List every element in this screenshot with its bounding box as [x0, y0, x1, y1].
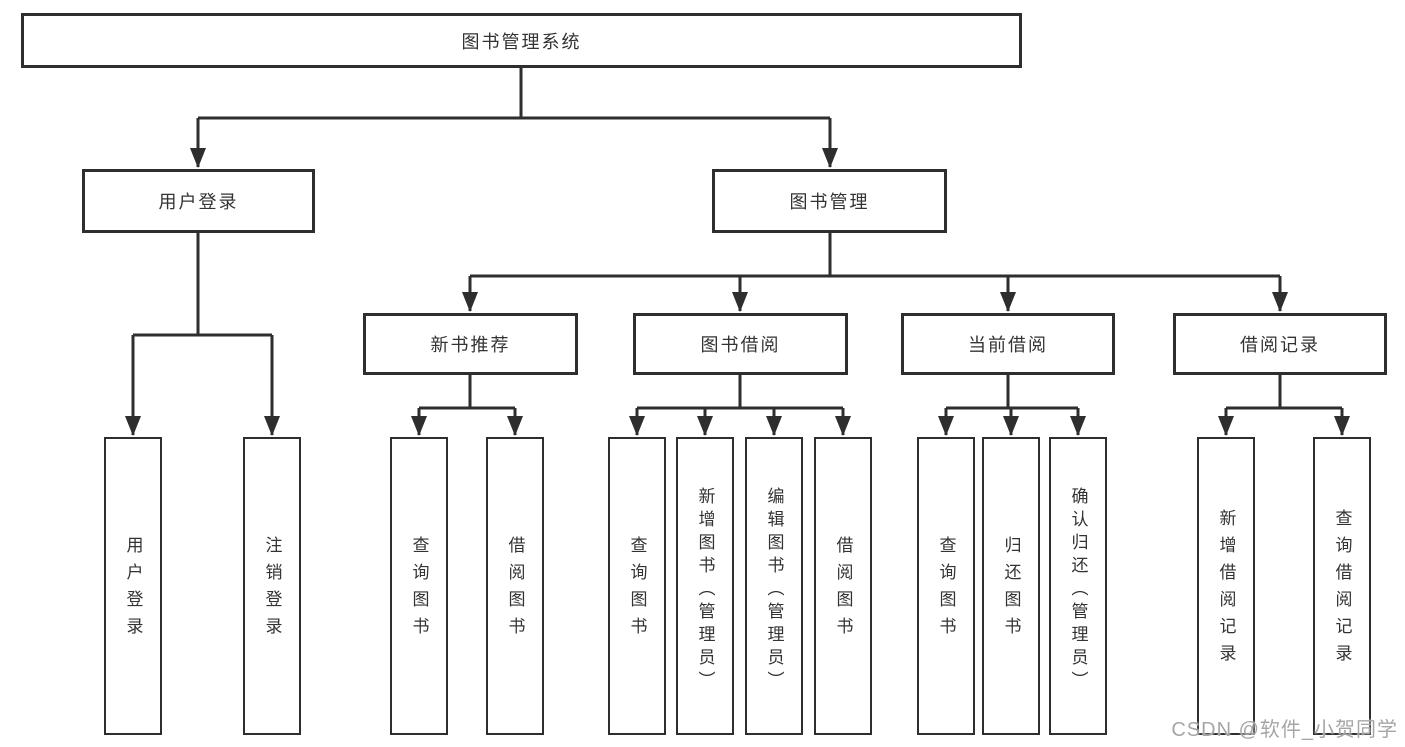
node-label: 借阅图书	[505, 536, 525, 644]
leaf-add-borrow-record: 新增借阅记录	[1197, 437, 1255, 735]
node-book-management: 图书管理	[712, 169, 947, 233]
node-label: 新增借阅记录	[1216, 509, 1236, 671]
node-label: 新增图书（管理员）	[695, 486, 715, 694]
leaf-query-borrow-record: 查询借阅记录	[1313, 437, 1371, 735]
node-label: 归还图书	[1001, 536, 1021, 644]
leaf-return-books: 归还图书	[982, 437, 1040, 735]
node-label: 用户登录	[158, 192, 239, 212]
node-label: 借阅记录	[1240, 335, 1320, 355]
node-library-management-system: 图书管理系统	[21, 13, 1022, 68]
node-new-book-recommend: 新书推荐	[363, 313, 578, 375]
leaf-add-books-admin: 新增图书（管理员）	[676, 437, 734, 735]
node-label: 注销登录	[262, 536, 282, 644]
node-label: 编辑图书（管理员）	[764, 486, 784, 694]
node-label: 图书借阅	[700, 335, 781, 355]
node-label: 借阅图书	[833, 536, 853, 644]
node-label: 确认归还（管理员）	[1068, 486, 1088, 694]
leaf-edit-books-admin: 编辑图书（管理员）	[745, 437, 803, 735]
node-label: 图书管理系统	[461, 31, 582, 52]
leaf-user-login: 用户登录	[104, 437, 162, 735]
leaf-confirm-return-admin: 确认归还（管理员）	[1049, 437, 1107, 735]
node-label: 新书推荐	[430, 335, 511, 355]
node-label: 当前借阅	[968, 335, 1048, 355]
leaf-query-books-recommend: 查询图书	[390, 437, 448, 735]
node-user-login: 用户登录	[82, 169, 315, 233]
leaf-query-books: 查询图书	[608, 437, 666, 735]
leaf-query-books-current: 查询图书	[917, 437, 975, 735]
node-current-borrow: 当前借阅	[901, 313, 1115, 375]
leaf-logout: 注销登录	[243, 437, 301, 735]
node-label: 查询图书	[409, 536, 429, 644]
csdn-watermark: CSDN @软件_小贺同学	[1171, 719, 1398, 741]
node-label: 查询借阅记录	[1332, 509, 1352, 671]
node-label: 查询图书	[627, 536, 647, 644]
leaf-borrow-books: 借阅图书	[814, 437, 872, 735]
node-borrow-records: 借阅记录	[1173, 313, 1387, 375]
node-label: 用户登录	[123, 536, 143, 644]
node-label: 图书管理	[789, 192, 870, 212]
node-label: 查询图书	[936, 536, 956, 644]
leaf-borrow-books-recommend: 借阅图书	[486, 437, 544, 735]
node-book-borrow: 图书借阅	[633, 313, 848, 375]
